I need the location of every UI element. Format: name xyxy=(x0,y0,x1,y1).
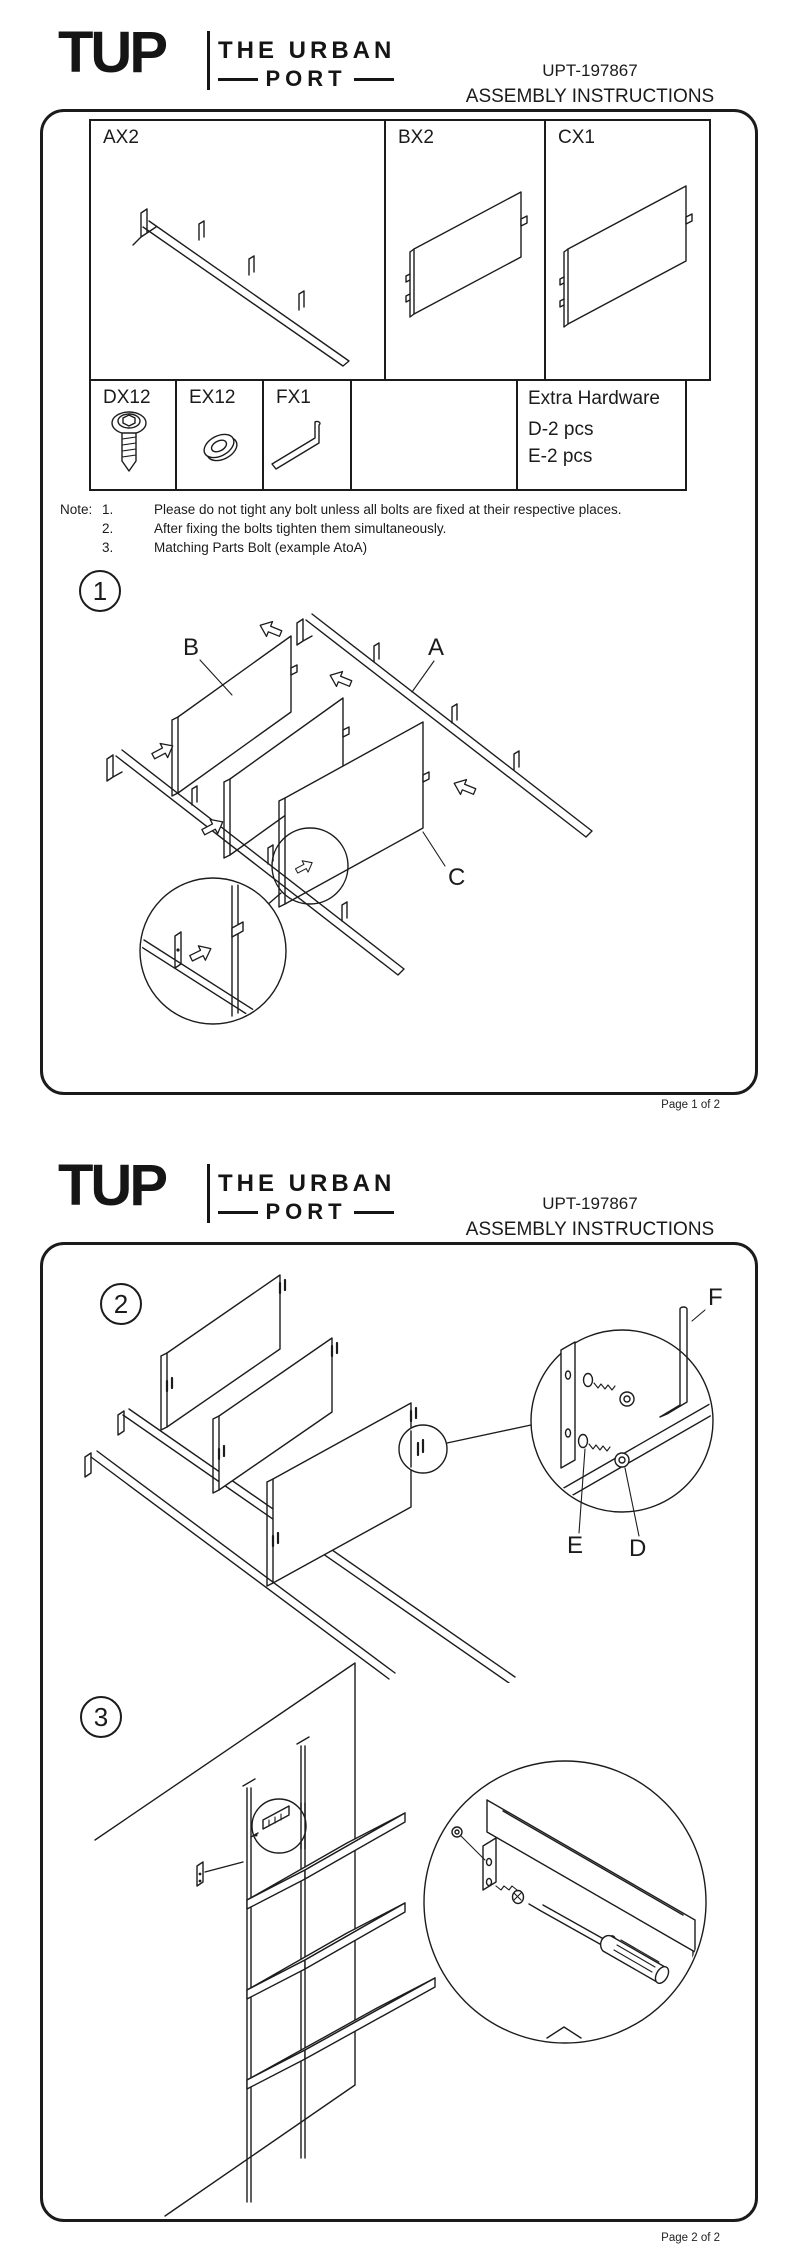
rail-part-icon xyxy=(132,208,350,367)
diagram-label-b: B xyxy=(183,634,199,661)
insert-arrows xyxy=(151,620,477,836)
mounted-panels xyxy=(160,1274,412,1587)
logo-name-bottom: PORT xyxy=(218,66,394,92)
step-3-diagram xyxy=(94,1662,707,2217)
rail-bottom xyxy=(106,749,405,976)
extra-hardware-title: Extra Hardware xyxy=(528,388,660,409)
rail-top xyxy=(296,613,593,838)
note-item-text: Please do not tight any bolt unless all … xyxy=(154,502,622,517)
logo-dash-right xyxy=(353,77,394,81)
notes: Note: 1. Please do not tight any bolt un… xyxy=(60,500,740,557)
part-label: AX2 xyxy=(103,127,139,148)
hardware-label: EX12 xyxy=(189,387,236,408)
hardware-label: FX1 xyxy=(276,387,311,408)
allen-key-icon xyxy=(271,420,321,470)
extra-hardware-line: E-2 pcs xyxy=(528,446,593,467)
product-sku: UPT-197867 xyxy=(542,61,638,80)
page-footer: Page 1 of 2 xyxy=(661,1099,720,1111)
screwdriver-icon xyxy=(528,1903,670,1984)
step-1-badge: 1 xyxy=(79,570,121,612)
hardware-cell-dx12: DX12 xyxy=(89,379,177,491)
part-label: CX1 xyxy=(558,127,595,148)
part-cell-cx1: CX1 xyxy=(544,119,711,381)
panel-b-back xyxy=(171,635,298,797)
hardware-cell-fx1: FX1 xyxy=(262,379,352,491)
diagram-label-d: D xyxy=(629,1535,646,1562)
page-footer: Page 2 of 2 xyxy=(661,2232,720,2244)
diagram-label-f: F xyxy=(708,1284,723,1311)
panel-part-icon xyxy=(559,185,693,328)
logo-dash-left xyxy=(218,77,259,81)
hardware-label: DX12 xyxy=(103,387,151,408)
extra-hardware-line: D-2 pcs xyxy=(528,419,594,440)
step2-highlight-circle xyxy=(398,1424,448,1474)
part-cell-ax2: AX2 xyxy=(89,119,386,381)
step2-detail-circle xyxy=(530,1329,714,1513)
step3-detail-circle xyxy=(423,1760,707,2044)
junction-highlight-circle xyxy=(271,827,349,905)
step-1-diagram: B A C xyxy=(106,613,593,1025)
logo-name-top: THE URBAN xyxy=(218,1170,396,1197)
diagram-label-a: A xyxy=(428,634,444,661)
screw-icon xyxy=(111,411,147,472)
washer-icon xyxy=(203,433,238,462)
logo-dash-right xyxy=(353,1210,394,1214)
hardware-cell-ex12: EX12 xyxy=(175,379,264,491)
bracket-marks xyxy=(165,1278,418,1548)
extra-hardware-cell: Extra Hardware D-2 pcs E-2 pcs xyxy=(516,379,687,491)
diagram-label-c: C xyxy=(448,864,465,891)
brand-logo-mark: TUP xyxy=(58,1153,168,1218)
panel-c-front xyxy=(278,721,430,908)
part-label: BX2 xyxy=(398,127,434,148)
ladder-shelf-unit xyxy=(196,1736,436,2203)
logo-name-port: PORT xyxy=(265,1199,347,1224)
step-2-diagram: F E D xyxy=(84,1274,723,1683)
diagram-label-e: E xyxy=(567,1532,583,1559)
allen-key-drawing xyxy=(659,1306,688,1418)
brand-logo-mark: TUP xyxy=(58,20,168,85)
page-2: TUP THE URBAN PORT UPT-197867 ASSEMBLY I… xyxy=(0,1133,800,2263)
note-item-number: 2. xyxy=(102,521,114,536)
doc-title: ASSEMBLY INSTRUCTIONS xyxy=(465,1219,715,1240)
logo-name-top: THE URBAN xyxy=(218,37,396,64)
page-1: TUP THE URBAN PORT UPT-197867 ASSEMBLY I… xyxy=(0,0,800,1128)
logo-name-bottom: PORT xyxy=(218,1199,394,1225)
step3-highlight-circle xyxy=(250,1798,307,1854)
step1-detail-circle xyxy=(139,877,287,1025)
wall-corner xyxy=(94,1662,356,2217)
panel-part-icon xyxy=(405,191,528,318)
note-item-text: Matching Parts Bolt (example AtoA) xyxy=(154,540,368,555)
doc-title: ASSEMBLY INSTRUCTIONS xyxy=(465,86,715,107)
part-cell-bx2: BX2 xyxy=(384,119,546,381)
step-3-badge: 3 xyxy=(80,1696,122,1738)
logo-dash-left xyxy=(218,1210,259,1214)
product-sku: UPT-197867 xyxy=(542,1194,638,1213)
rail-front xyxy=(84,1450,396,1680)
note-label: Note: xyxy=(60,502,93,517)
logo-name-port: PORT xyxy=(265,66,347,91)
logo-divider xyxy=(207,1164,210,1223)
note-item-number: 3. xyxy=(102,540,114,555)
logo-divider xyxy=(207,31,210,90)
hardware-cell-empty xyxy=(350,379,518,491)
step-2-badge: 2 xyxy=(100,1283,142,1325)
note-item-number: 1. xyxy=(102,502,114,517)
note-item-text: After fixing the bolts tighten them simu… xyxy=(154,521,447,536)
